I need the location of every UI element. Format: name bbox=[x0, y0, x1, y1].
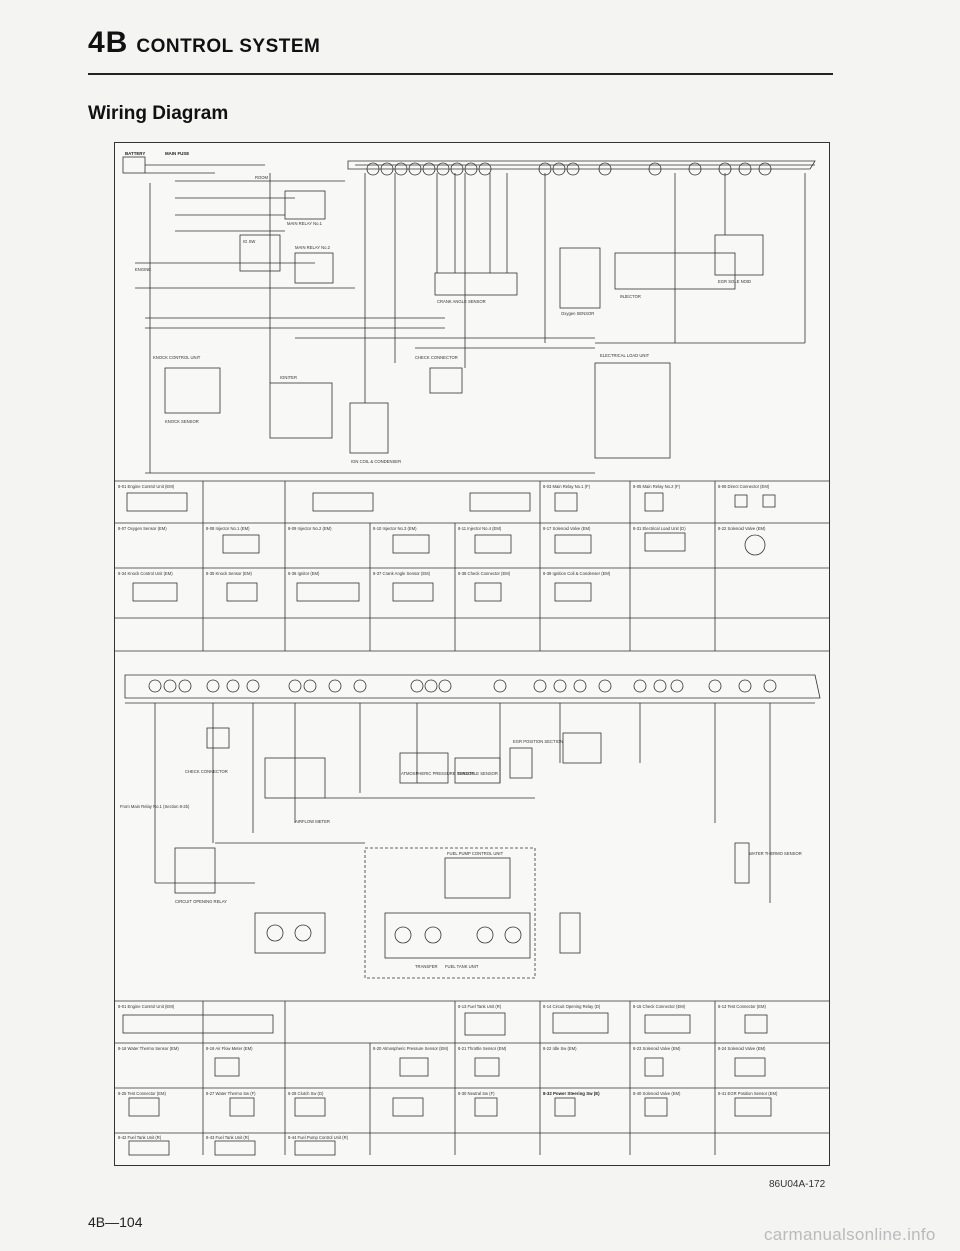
lower-wiring-diagram bbox=[115, 674, 829, 1156]
check-connector-label: CHECK CONNECTOR bbox=[415, 355, 458, 360]
transfer-label: TRANSFER bbox=[415, 964, 438, 969]
connector-label: 8-15 Check Connector (EM) bbox=[633, 1004, 686, 1009]
connector-label: 8-06 Direct Connector (EM) bbox=[718, 484, 770, 489]
connector-label: 8-17 Solenoid Valve (EM) bbox=[543, 526, 591, 531]
connector-label: 8-03 Main Relay No.1 (F) bbox=[543, 484, 591, 489]
connector-label: 8-01 Engine Control Unit (EM) bbox=[118, 484, 175, 489]
connector-label: 8-14 Circuit Opening Relay (D) bbox=[543, 1004, 601, 1009]
airflow-meter-label: AIRFLOW METER bbox=[295, 819, 330, 824]
section-title: CONTROL SYSTEM bbox=[136, 36, 321, 57]
page-header: 4B CONTROL SYSTEM bbox=[88, 26, 833, 60]
connector-label: 8-16 Water Thermo Sensor (EM) bbox=[118, 1046, 179, 1051]
oxygen-sensor-label: Oxygen SENSOR bbox=[561, 311, 594, 316]
throttle-sensor-label: THROTTLE SENSOR bbox=[457, 771, 498, 776]
connector-label: 8-22 Idle Sw (EM) bbox=[543, 1046, 577, 1051]
fuel-pump-control-label: FUEL PUMP CONTROL UNIT bbox=[447, 851, 504, 856]
connector-label: 8-08 Injector No.1 (EM) bbox=[206, 526, 250, 531]
ign-coil-label: IGN COIL & CONDENSER bbox=[351, 459, 401, 464]
main-relay-2-label: MAIN RELAY No.2 bbox=[295, 245, 331, 250]
connector-label: 8-38 Check Connector (EM) bbox=[458, 571, 511, 576]
connector-label: 8-19 Air Flow Meter (EM) bbox=[206, 1046, 253, 1051]
wiring-diagram: BATTERY MAIN FUSE ROOM MAIN RELAY No.1 M… bbox=[114, 142, 830, 1166]
connector-label: 8-37 Crank Angle Sensor (EM) bbox=[373, 571, 431, 576]
header-divider bbox=[88, 73, 833, 75]
connector-label: 8-11 Injector No.4 (EM) bbox=[458, 526, 502, 531]
connector-label: 8-20 Atmospheric Pressure Sensor (EM) bbox=[373, 1046, 449, 1051]
connector-label: 8-36 Ignitor (EM) bbox=[288, 571, 320, 576]
connector-label: 8-40 Solenoid Valve (EM) bbox=[633, 1091, 681, 1096]
connector-label: 8-21 Throttle Sensor (EM) bbox=[458, 1046, 507, 1051]
figure-code: 86U04A-172 bbox=[769, 1179, 826, 1190]
connector-label: 8-30 Neutral Sw (F) bbox=[458, 1091, 495, 1096]
check-connector-lower-label: CHECK CONNECTOR bbox=[185, 769, 228, 774]
connector-label: 8-31 Electrical Load Unit (D) bbox=[633, 526, 686, 531]
circuit-opening-relay-label: CIRCUIT OPENING RELAY bbox=[175, 899, 227, 904]
upper-wiring-diagram bbox=[115, 156, 829, 652]
connector-label: 8-24 Solenoid Valve (EM) bbox=[718, 1046, 766, 1051]
page-subtitle: Wiring Diagram bbox=[88, 103, 229, 124]
connector-label: 8-13 Test Connector (EM) bbox=[718, 1004, 766, 1009]
connector-label: 8-25 Test Connector (EM) bbox=[118, 1091, 166, 1096]
upper-connector-labels: 8-01 Engine Control Unit (EM) 8-03 Main … bbox=[118, 484, 770, 576]
engine-label: ENGINE bbox=[135, 267, 151, 272]
watermark: carmanualsonline.info bbox=[764, 1225, 936, 1244]
connector-label: 8-44 Fuel Pump Control Unit (R) bbox=[288, 1135, 349, 1140]
connector-label: 8-13 Fuel Tank Unit (R) bbox=[458, 1004, 502, 1009]
lower-labels: From Main Relay No.1 (Section 8-2b) CHEC… bbox=[120, 739, 802, 969]
connector-label: 8-28 Clutch Sw (D) bbox=[288, 1091, 324, 1096]
connector-label: 8-05 Main Relay No.2 (F) bbox=[633, 484, 681, 489]
connector-label: 8-27 Water Thermo Sw (F) bbox=[206, 1091, 256, 1096]
main-relay-1-label: MAIN RELAY No.1 bbox=[287, 221, 323, 226]
connector-label: 8-41 EGR Position Sensor (EM) bbox=[718, 1091, 778, 1096]
connector-label: 8-43 Fuel Tank Unit (R) bbox=[206, 1135, 250, 1140]
upper-labels: BATTERY MAIN FUSE ROOM MAIN RELAY No.1 M… bbox=[125, 151, 751, 464]
lower-connector-labels: 8-01 Engine Control Unit (EM) 8-13 Fuel … bbox=[118, 1004, 778, 1140]
room-label: ROOM bbox=[255, 175, 269, 180]
battery-label: BATTERY bbox=[125, 151, 145, 156]
igniter-label: IGNITER bbox=[280, 375, 297, 380]
ig-sw-label: IG SW bbox=[243, 239, 255, 244]
connector-label: 8-01 Engine Control Unit (EM) bbox=[118, 1004, 175, 1009]
knock-sensor-label: KNOCK SENSOR bbox=[165, 419, 199, 424]
connector-label: 8-23 Solenoid Valve (EM) bbox=[633, 1046, 681, 1051]
egr-position-label: EGR POSITION SECTION bbox=[513, 739, 563, 744]
egr-solenoid-label: EGR SOLE NOID bbox=[718, 279, 751, 284]
chapter-number: 4B bbox=[88, 26, 129, 59]
connector-label: 8-39 Ignition Coil & Condenser (EM) bbox=[543, 571, 611, 576]
injector-label: INJECTOR bbox=[620, 294, 641, 299]
connector-label: 8-09 Injector No.2 (EM) bbox=[288, 526, 332, 531]
knock-control-unit-label: KNOCK CONTROL UNIT bbox=[153, 355, 201, 360]
connector-label: 8-35 Knock Sensor (EM) bbox=[206, 571, 252, 576]
atmospheric-sensor-label: ATMOSPHERIC PRESSURE SENSOR bbox=[401, 771, 474, 776]
water-thermo-label: WATER THERMO SENSOR bbox=[749, 851, 802, 856]
connector-label: 8-34 Knock Control Unit (EM) bbox=[118, 571, 173, 576]
main-fuse-label: MAIN FUSE bbox=[165, 151, 189, 156]
connector-label: 8-22 Solenoid Valve (EM) bbox=[718, 526, 766, 531]
electrical-load-label: ELECTRICAL LOAD UNIT bbox=[600, 353, 650, 358]
connector-label: 8-07 Oxygen Sensor (EM) bbox=[118, 526, 167, 531]
connector-label: 8-42 Fuel Tank Unit (R) bbox=[118, 1135, 162, 1140]
crank-angle-sensor-label: CRANK ANGLE SENSOR bbox=[437, 299, 486, 304]
from-main-relay-label: From Main Relay No.1 (Section 8-2b) bbox=[120, 804, 190, 809]
page-number: 4B—104 bbox=[88, 1214, 143, 1230]
connector-label: 8-10 Injector No.3 (EM) bbox=[373, 526, 417, 531]
fuel-tank-label: FUEL TANK UNIT bbox=[445, 964, 479, 969]
connector-label: 8-32 Power Steering Sw (E) bbox=[543, 1091, 600, 1096]
